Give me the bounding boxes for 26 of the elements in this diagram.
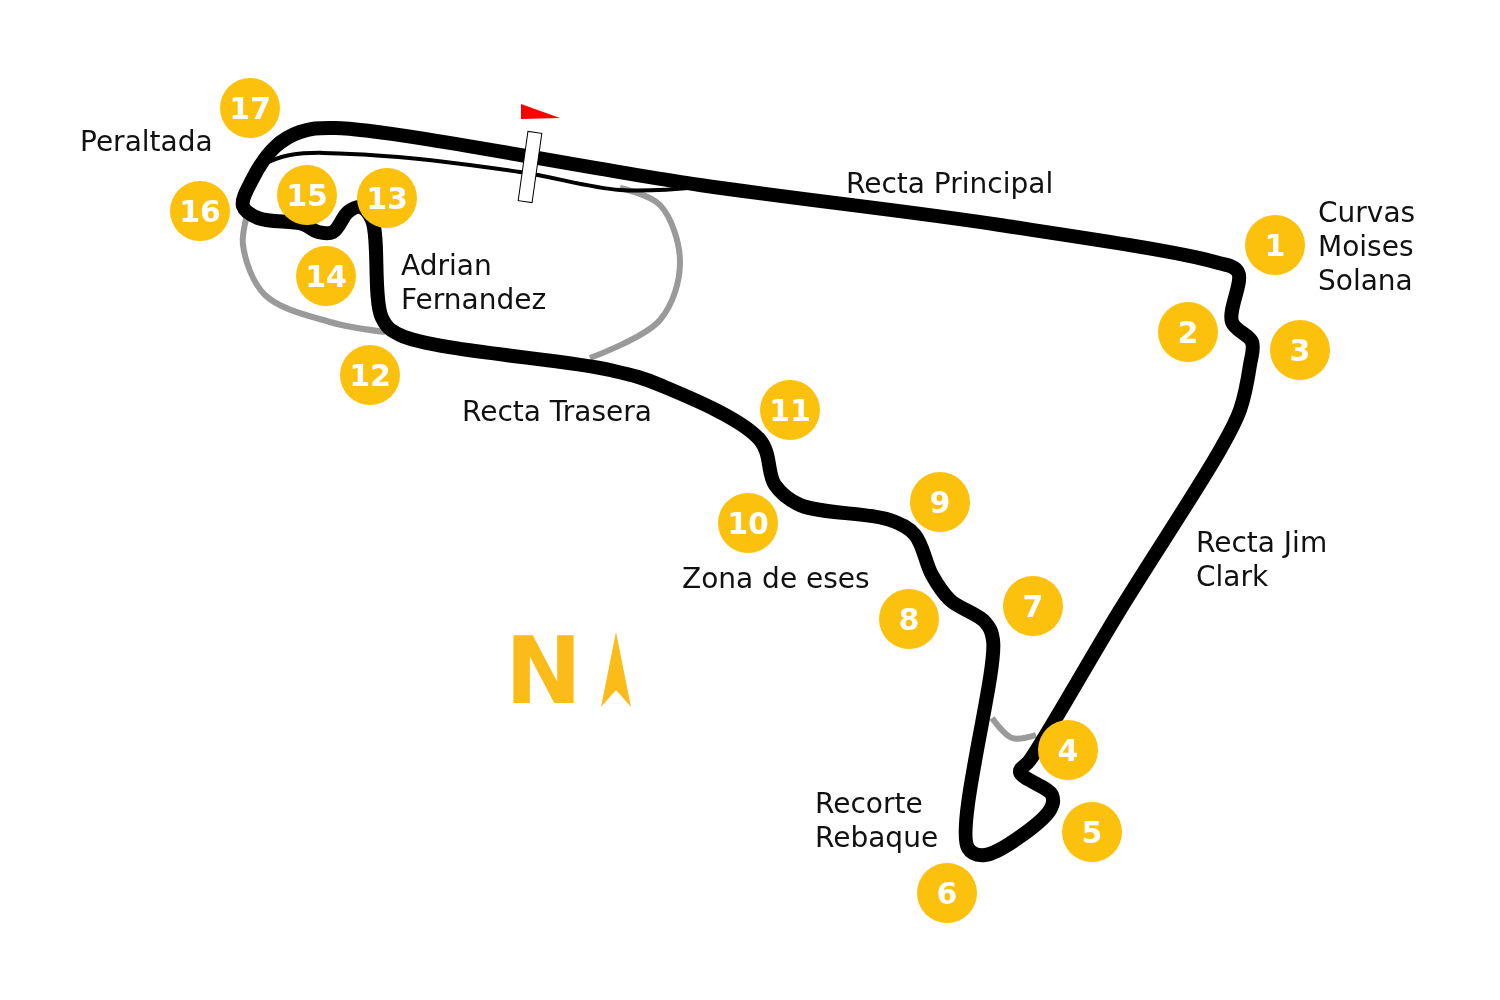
- north-label: N: [505, 632, 582, 712]
- turn-number-marker: 15: [277, 165, 337, 225]
- turn-number-marker: 11: [760, 380, 820, 440]
- straight-name: Recta Trasera: [462, 395, 653, 429]
- turn-number-marker: 7: [1003, 576, 1063, 636]
- corner-name: Peraltada: [80, 125, 214, 159]
- corner-name: Adrian Fernandez: [401, 249, 548, 317]
- turn-number-marker: 4: [1038, 720, 1098, 780]
- straight-name: Recta Jim Clark: [1196, 526, 1329, 594]
- turn-number-marker: 9: [910, 472, 970, 532]
- turn-number-marker: 5: [1062, 802, 1122, 862]
- turn-number-marker: 1: [1245, 215, 1305, 275]
- turn-number-marker: 6: [917, 863, 977, 923]
- straight-name: Recta Principal: [846, 167, 1055, 201]
- turn-number-marker: 14: [296, 246, 356, 306]
- turn-number-marker: 10: [718, 493, 778, 553]
- turn-number-marker: 3: [1270, 320, 1330, 380]
- section-name: Zona de eses: [682, 562, 871, 596]
- turn-number-marker: 8: [879, 589, 939, 649]
- turn-number-marker: 12: [340, 345, 400, 405]
- corner-name: Curvas Moises Solana: [1318, 196, 1417, 298]
- corner-name: Recorte Rebaque: [815, 787, 940, 855]
- turn-number-marker: 16: [170, 181, 230, 241]
- turn-number-marker: 13: [357, 168, 417, 228]
- turn-number-marker: 17: [220, 78, 280, 138]
- turn-number-marker: 2: [1158, 302, 1218, 362]
